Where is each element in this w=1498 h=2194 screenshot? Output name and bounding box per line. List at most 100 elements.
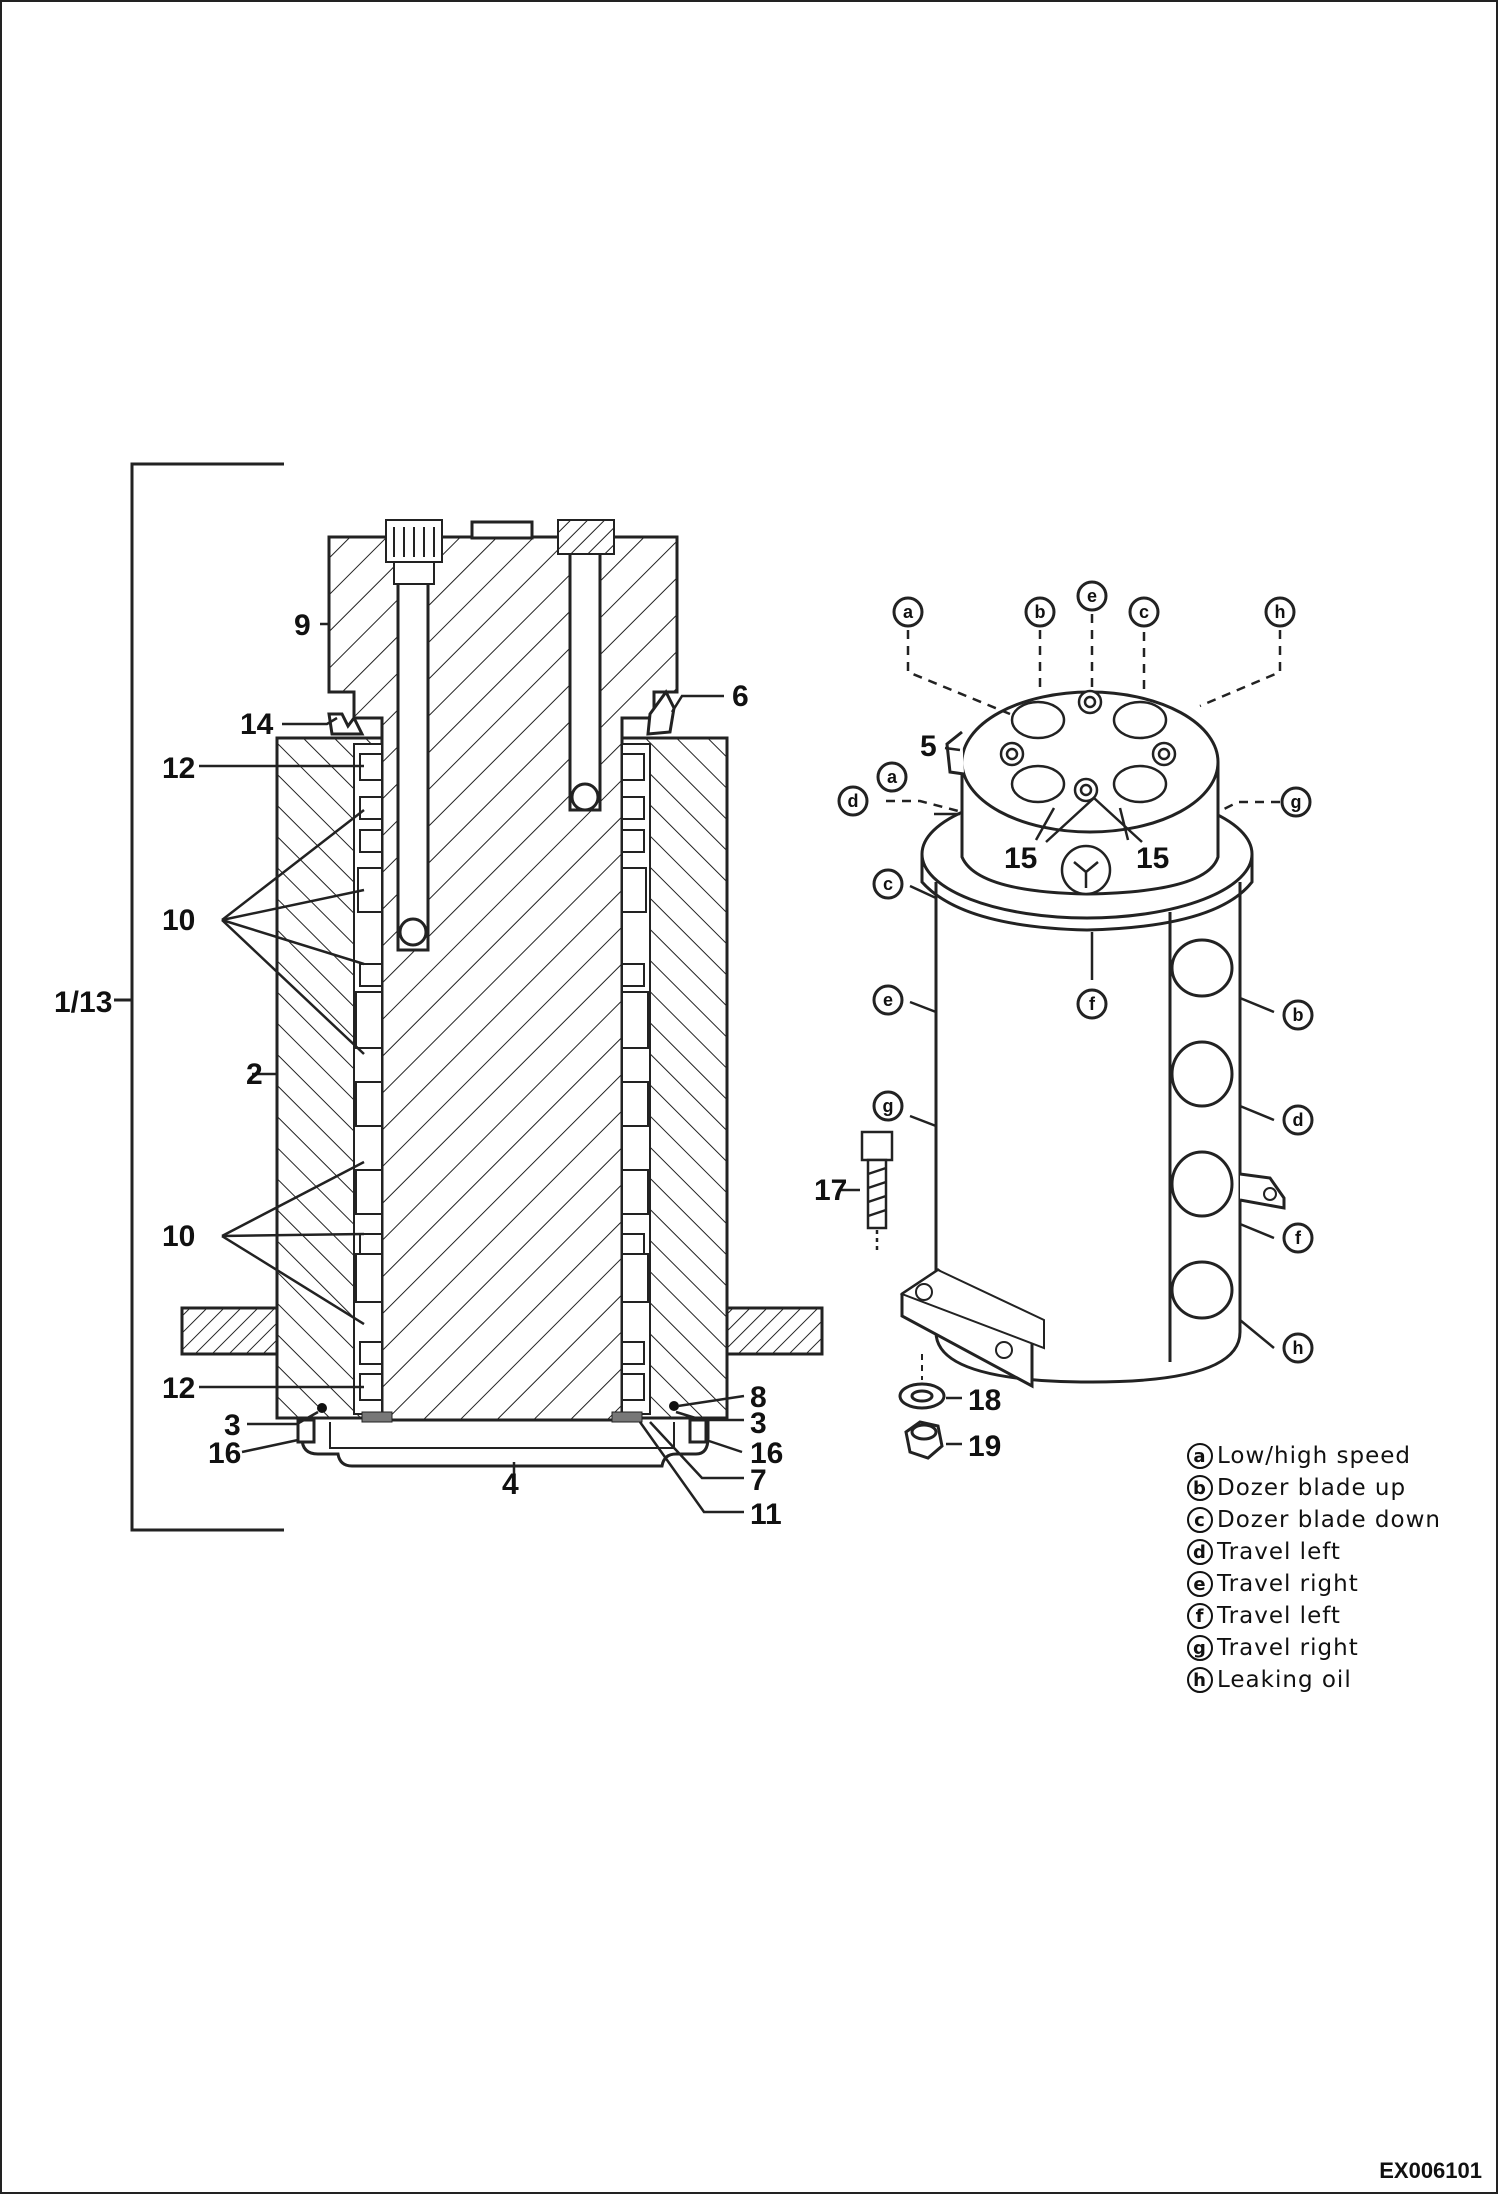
callout-cover-4: 4 — [502, 1468, 519, 1501]
svg-text:a: a — [903, 602, 914, 622]
svg-text:f: f — [1089, 994, 1096, 1014]
svg-text:c: c — [1139, 602, 1149, 622]
svg-text:b: b — [1293, 1005, 1304, 1025]
legend-key: c — [1187, 1507, 1213, 1533]
port-bubble-f: f — [1076, 988, 1108, 1020]
port-bubble-h: h — [1282, 1332, 1314, 1364]
oring-right — [669, 1401, 679, 1411]
washer-right — [611, 1411, 643, 1423]
callout-screw-16-right: 16 — [750, 1437, 783, 1470]
callout-oring-3-left: 3 — [224, 1409, 241, 1442]
port-bubble-d: d — [1282, 1104, 1314, 1136]
svg-text:e: e — [1087, 586, 1097, 606]
legend-text: Travel left — [1217, 1539, 1341, 1565]
port-bubble-b: b — [1024, 596, 1056, 628]
callout-ring-12-top: 12 — [162, 752, 195, 785]
callout-fitting-15-left: 15 — [1004, 842, 1037, 875]
legend-key: h — [1187, 1667, 1213, 1693]
svg-text:g: g — [1291, 792, 1302, 812]
port-bubble-a: a — [892, 596, 924, 628]
port-bubble-g: g — [1280, 786, 1312, 818]
foot-hole-a — [915, 1283, 933, 1301]
port-bubble-c: c — [872, 868, 904, 900]
legend-key: g — [1187, 1635, 1213, 1661]
callout-nut-19: 19 — [968, 1430, 1001, 1463]
lug-hole — [1263, 1187, 1277, 1201]
seal-grooves-right — [621, 753, 649, 1401]
legend-key: e — [1187, 1571, 1213, 1597]
port-bubble-e: e — [1076, 580, 1108, 612]
legend-key: a — [1187, 1443, 1213, 1469]
callout-seal-6: 6 — [732, 680, 749, 713]
rotor-cap — [470, 520, 534, 540]
side-ports — [1170, 938, 1234, 1320]
svg-text:g: g — [883, 1096, 894, 1116]
flange-rim — [920, 854, 1254, 932]
head-ports — [999, 689, 1177, 896]
foot-hole-b — [995, 1341, 1013, 1359]
section-leaders — [199, 622, 745, 1514]
callout-screw-16-left: 16 — [208, 1437, 241, 1470]
port-bubble-f: f — [1282, 1222, 1314, 1254]
bottom-cover — [300, 1420, 710, 1468]
legend-text: Leaking oil — [1217, 1667, 1352, 1693]
mounting-lug — [1239, 1172, 1286, 1210]
mounting-foot-top — [899, 1268, 1045, 1350]
port-bubble-c: c — [1128, 596, 1160, 628]
port-plugs — [385, 519, 615, 585]
legend-text: Travel right — [1217, 1571, 1359, 1597]
callout-assembly: 1/13 — [54, 986, 112, 1019]
callout-oring-3-right: 3 — [750, 1407, 767, 1440]
svg-text:a: a — [887, 767, 898, 787]
legend-text: Dozer blade up — [1217, 1475, 1407, 1501]
svg-text:f: f — [1295, 1228, 1302, 1248]
washer-18-shape — [898, 1382, 946, 1410]
port-bubble-a: a — [876, 761, 908, 793]
callout-ring-10-upper: 10 — [162, 904, 195, 937]
callout-washer-18: 18 — [968, 1384, 1001, 1417]
port-bubble-d: d — [837, 785, 869, 817]
svg-text:c: c — [883, 874, 893, 894]
callout-plug-8: 8 — [750, 1381, 767, 1414]
assembly-bracket — [114, 462, 284, 1532]
svg-text:d: d — [1293, 1110, 1304, 1130]
port-bubble-e: e — [872, 984, 904, 1016]
oring-left — [317, 1403, 327, 1413]
legend-key: d — [1187, 1539, 1213, 1565]
callout-ring-12-bottom: 12 — [162, 1372, 195, 1405]
legend-text: Dozer blade down — [1217, 1507, 1441, 1533]
oil-passages — [396, 550, 602, 952]
svg-text:d: d — [848, 791, 859, 811]
svg-text:b: b — [1035, 602, 1046, 622]
port-bubble-g: g — [872, 1090, 904, 1122]
callout-rotor-top: 9 — [294, 609, 311, 642]
legend-key: f — [1187, 1603, 1213, 1629]
svg-text:e: e — [883, 990, 893, 1010]
bolt-17-shape — [860, 1130, 894, 1250]
callout-fitting-5: 5 — [920, 730, 937, 763]
legend-key: b — [1187, 1475, 1213, 1501]
fitting-5-body — [945, 730, 965, 776]
callout-bolt-17: 17 — [814, 1174, 847, 1207]
cylinder-body — [934, 882, 1242, 1384]
port-bubble-b: b — [1282, 999, 1314, 1031]
frame-plate-right — [722, 1306, 824, 1356]
port-leaders — [840, 614, 1282, 1446]
legend-text: Low/high speed — [1217, 1443, 1411, 1469]
callout-ring-10-lower: 10 — [162, 1220, 195, 1253]
callout-seal-11: 11 — [750, 1498, 782, 1531]
nut-19-shape — [904, 1420, 944, 1460]
frame-plate-left — [180, 1306, 281, 1356]
screw-head-right — [688, 1418, 708, 1444]
svg-text:h: h — [1293, 1338, 1304, 1358]
